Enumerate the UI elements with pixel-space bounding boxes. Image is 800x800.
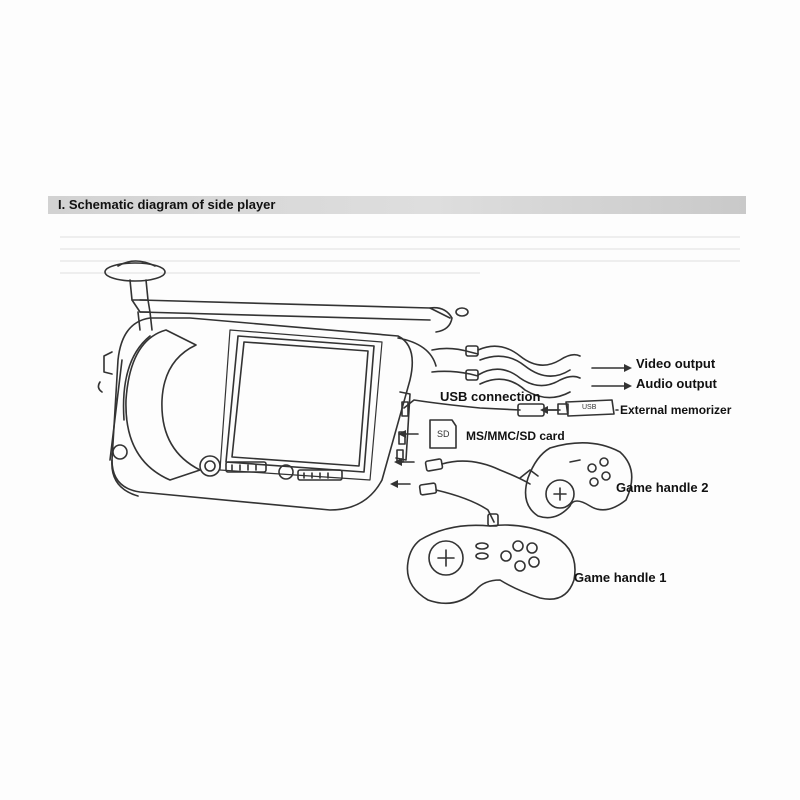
screen bbox=[219, 329, 383, 481]
usb-stick-mark: USB bbox=[582, 404, 597, 411]
gh1-cable bbox=[418, 482, 499, 527]
usb-stick-device bbox=[557, 399, 615, 417]
label-video-output: Video output bbox=[636, 356, 716, 371]
av-cables bbox=[431, 345, 581, 399]
mount-clip bbox=[104, 260, 166, 331]
top-bar bbox=[139, 299, 469, 333]
label-audio-output: Audio output bbox=[636, 376, 717, 391]
faint-text-line bbox=[60, 260, 740, 262]
sd-card-mark: SD bbox=[437, 429, 450, 439]
player-body bbox=[97, 317, 414, 511]
label-external-memorizer: External memorizer bbox=[620, 403, 732, 417]
pointer-arrows bbox=[395, 367, 625, 485]
control-strip bbox=[199, 455, 343, 481]
faint-text-line bbox=[60, 236, 740, 238]
faint-text-line bbox=[60, 248, 740, 250]
arrow-head bbox=[624, 382, 632, 390]
faint-text-line bbox=[60, 272, 480, 274]
label-game-handle-2: Game handle 2 bbox=[616, 480, 709, 495]
arrow-head bbox=[624, 364, 632, 372]
arrow-head bbox=[390, 480, 398, 488]
label-card-slot: MS/MMC/SD card bbox=[466, 429, 565, 443]
game-handle-1 bbox=[406, 524, 576, 605]
section-title: I. Schematic diagram of side player bbox=[58, 197, 276, 212]
sd-card-device bbox=[429, 419, 457, 449]
gh2-cable bbox=[424, 458, 539, 485]
arrow-head bbox=[394, 458, 402, 466]
label-game-handle-1: Game handle 1 bbox=[574, 570, 667, 585]
game-handle-2 bbox=[524, 442, 633, 519]
section-header: I. Schematic diagram of side player bbox=[48, 196, 746, 214]
label-usb-connection: USB connection bbox=[440, 389, 541, 404]
arrow-head bbox=[540, 406, 548, 414]
arrow-head bbox=[398, 430, 406, 438]
